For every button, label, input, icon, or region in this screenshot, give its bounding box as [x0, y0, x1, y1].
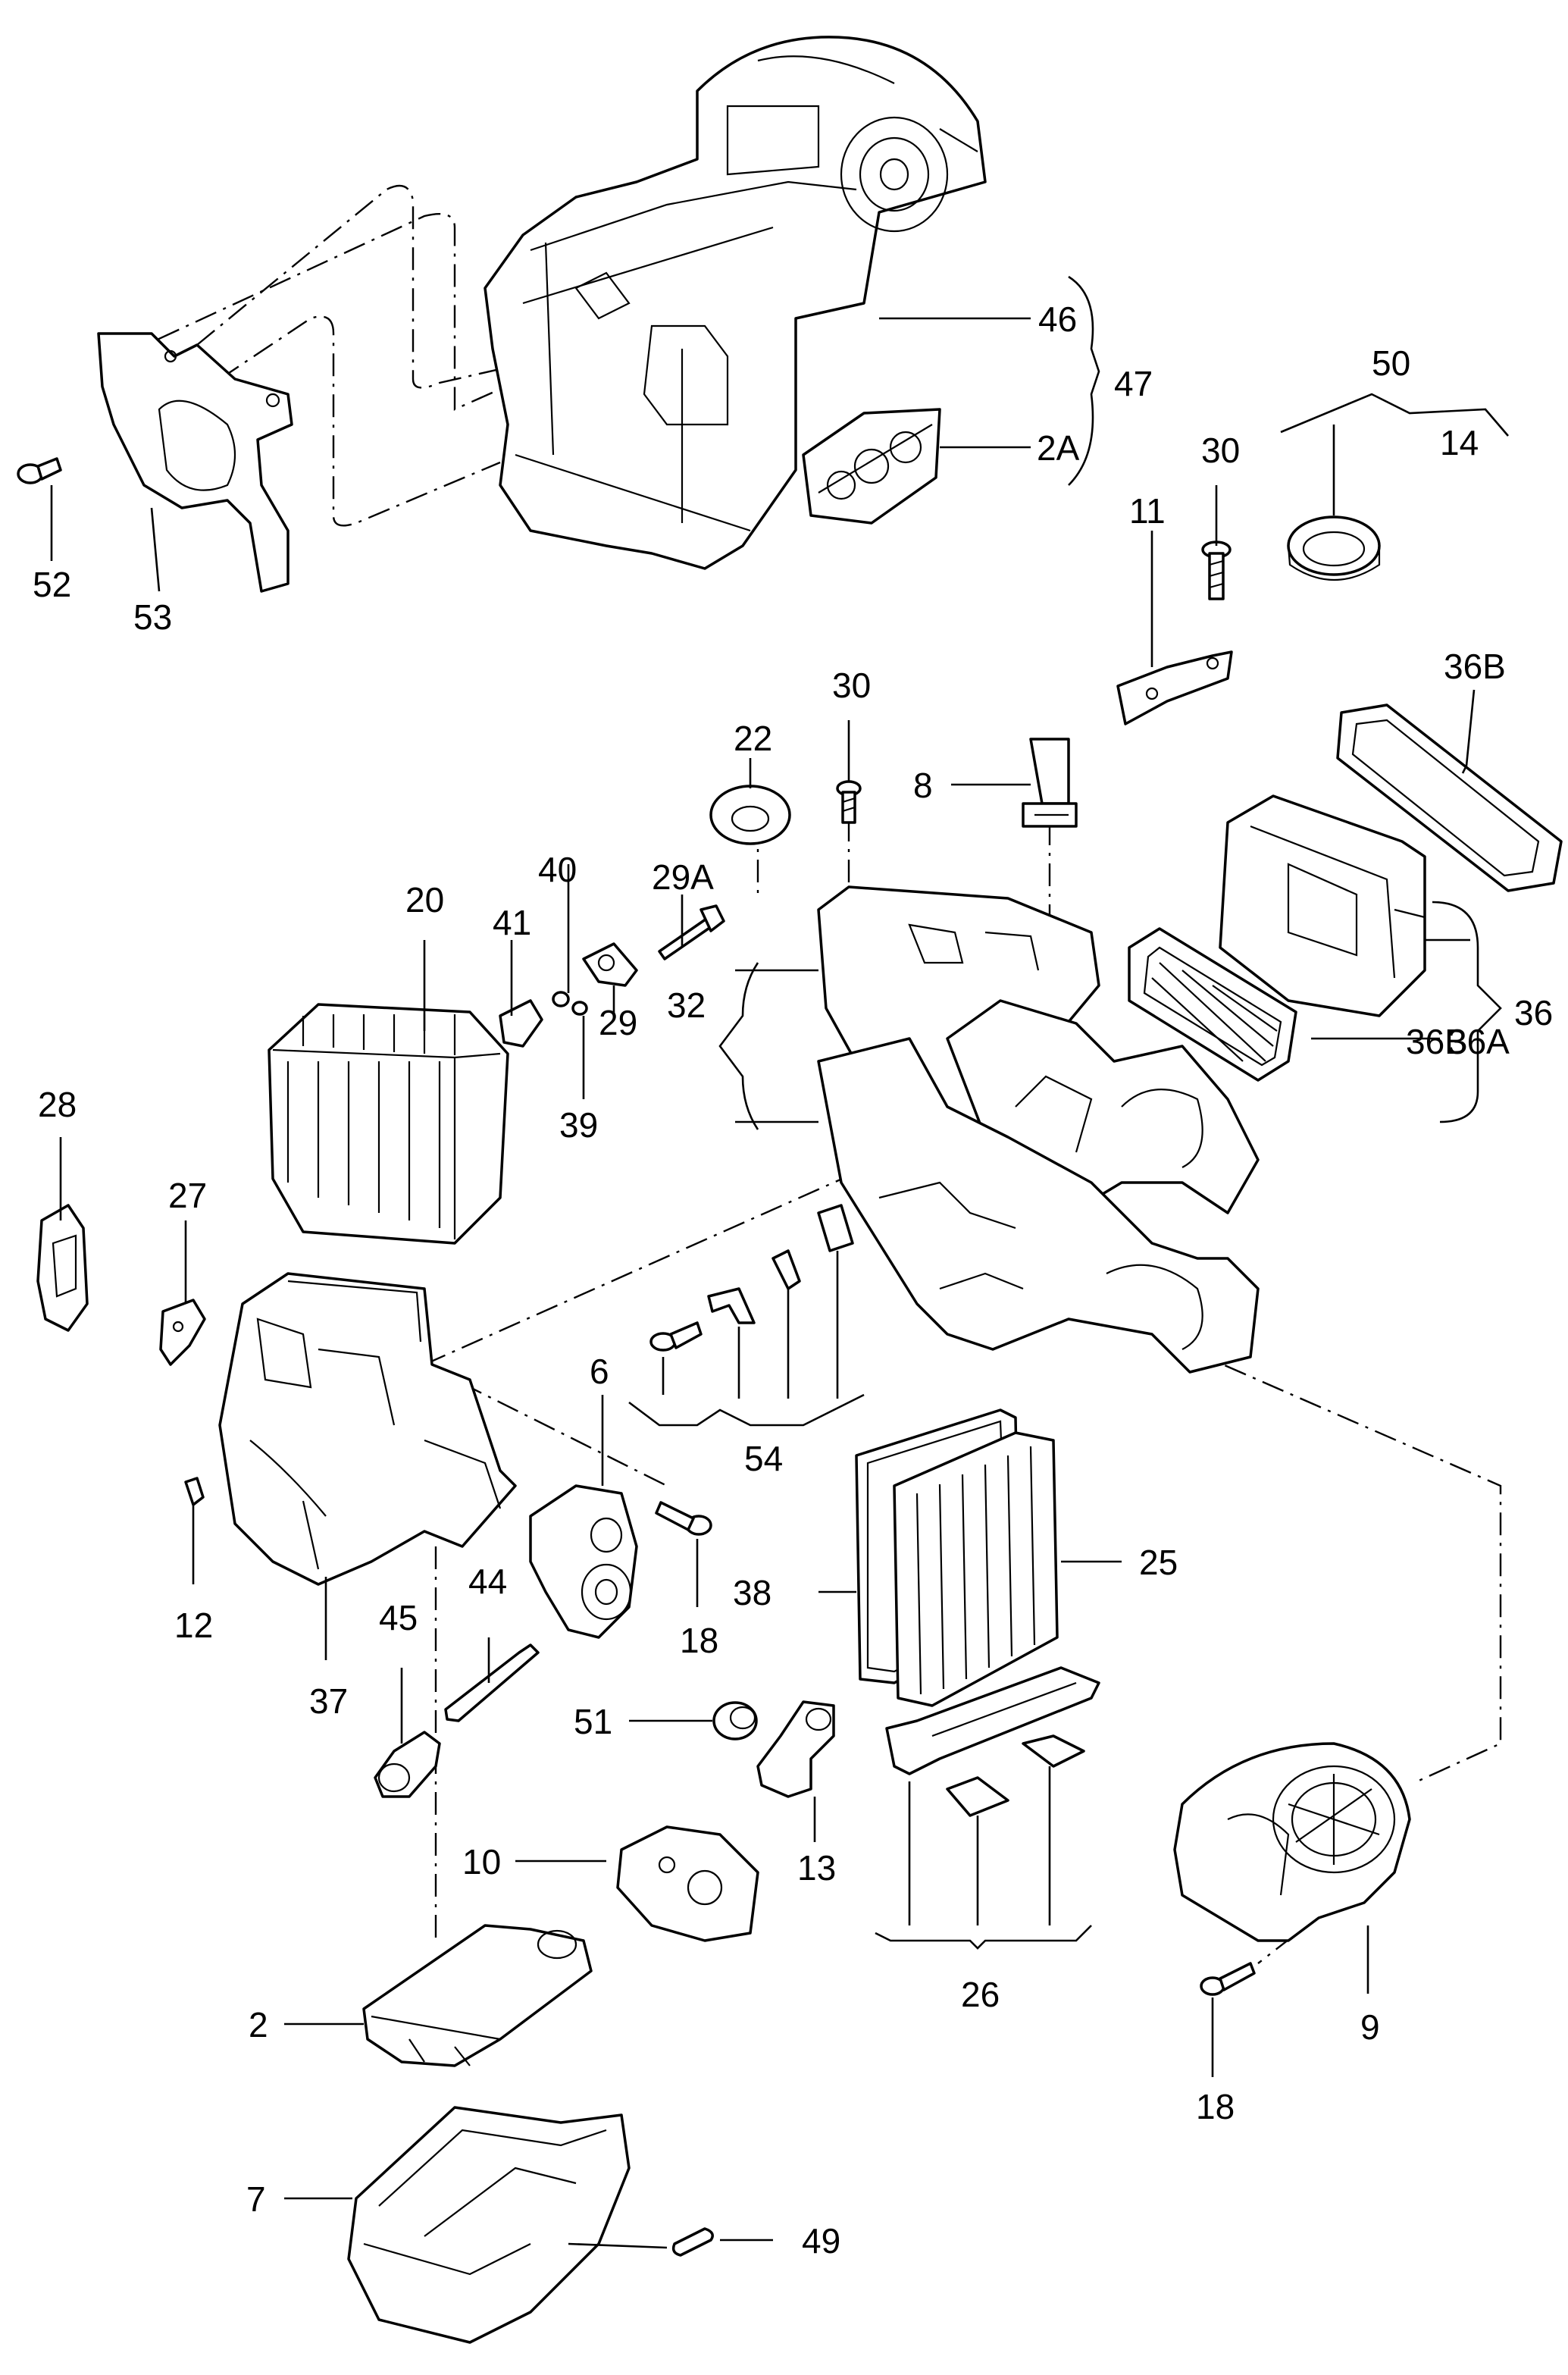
- callout-50: 50: [1372, 343, 1410, 383]
- part-36a-filter-mesh: [1128, 927, 1297, 1082]
- callout-29a: 29A: [652, 857, 714, 897]
- leader-lines: [50, 275, 1509, 2249]
- callout-28: 28: [38, 1085, 77, 1124]
- callout-26: 26: [961, 1975, 1000, 2014]
- callout-2a: 2A: [1037, 428, 1080, 468]
- callout-10: 10: [462, 1842, 501, 1882]
- callout-11: 11: [1129, 491, 1166, 531]
- part-9-blower-motor: [1173, 1742, 1411, 1942]
- part-39-o-ring: [571, 1001, 588, 1016]
- callout-38: 38: [733, 1573, 771, 1612]
- callout-20: 20: [405, 880, 444, 920]
- callout-39: 39: [559, 1105, 598, 1145]
- part-41-clamp: [499, 999, 543, 1048]
- callout-2: 2: [249, 2005, 268, 2044]
- part-30-screw-upper: [1201, 540, 1232, 600]
- part-36-filter-cover-housing: [1219, 794, 1426, 1017]
- callout-9: 9: [1360, 2007, 1380, 2047]
- callout-29: 29: [599, 1003, 637, 1042]
- part-49-seal-ring: [671, 2227, 714, 2257]
- callout-30-upper: 30: [1201, 431, 1240, 470]
- callout-54: 54: [744, 1439, 783, 1478]
- callout-22: 22: [734, 719, 772, 758]
- part-44-tube: [444, 1643, 540, 1722]
- callout-13: 13: [797, 1848, 836, 1888]
- part-18-screw-upper: [655, 1501, 712, 1536]
- part-52-screw: [17, 457, 62, 484]
- callout-30-lower: 30: [832, 666, 871, 705]
- part-27-small-bracket: [159, 1299, 206, 1366]
- part-46-hvac-housing-assembly: [484, 36, 987, 570]
- part-53-mounting-bracket: [97, 332, 293, 593]
- part-11-bracket-plate: [1116, 650, 1233, 725]
- part-28-gasket: [36, 1204, 89, 1332]
- part-18-screw-lower: [1200, 1962, 1256, 1996]
- callout-36: 36: [1514, 993, 1553, 1032]
- part-36b-seal-frame: [1336, 703, 1563, 892]
- part-6-flap-actuator: [529, 1484, 638, 1639]
- part-22-grommet: [709, 785, 791, 845]
- callout-25: 25: [1139, 1543, 1178, 1582]
- callout-52: 52: [33, 565, 71, 604]
- callout-27: 27: [168, 1176, 207, 1215]
- callout-labels: 46 47 2A 50 14 52 53 30 11 30 22 8 36B 4…: [33, 299, 1553, 2261]
- callout-8: 8: [913, 766, 933, 805]
- part-20-evaporator-core: [268, 1003, 509, 1245]
- callout-46: 46: [1038, 299, 1077, 339]
- part-2a-climate-control-panel: [802, 408, 941, 525]
- part-2-heater-core: [362, 1924, 593, 2067]
- part-12-clip: [184, 1477, 205, 1506]
- callout-45: 45: [379, 1598, 418, 1637]
- callout-12: 12: [174, 1606, 213, 1645]
- part-50-grommet: [1287, 515, 1381, 581]
- part-8-blower-resistor: [1022, 738, 1078, 828]
- callout-49: 49: [802, 2221, 840, 2261]
- callout-53: 53: [133, 597, 172, 637]
- callout-51: 51: [574, 1702, 612, 1741]
- part-51-sleeve: [712, 1701, 758, 1741]
- callout-44: 44: [468, 1562, 507, 1601]
- part-45-bulb-holder: [374, 1731, 441, 1798]
- callout-36b-top: 36B: [1444, 647, 1506, 686]
- callout-36b-mid: 36B: [1406, 1022, 1468, 1061]
- part-32-main-housing: [817, 885, 1260, 1374]
- callout-41: 41: [493, 903, 531, 942]
- callout-40: 40: [538, 850, 577, 889]
- part-26-duct-pieces: [885, 1666, 1100, 1817]
- callout-7: 7: [246, 2179, 266, 2219]
- part-40-o-ring: [552, 991, 570, 1007]
- callout-18-upper: 18: [680, 1621, 718, 1660]
- callout-37: 37: [309, 1681, 348, 1721]
- part-54-clips-and-screw: [649, 1204, 854, 1352]
- part-13-drain-elbow: [756, 1700, 835, 1798]
- callout-18-lower: 18: [1196, 2087, 1235, 2126]
- part-30-screw-lower: [836, 780, 862, 824]
- part-7-lower-housing-tray: [347, 2106, 631, 2344]
- callout-14: 14: [1440, 423, 1479, 462]
- callout-47: 47: [1114, 364, 1153, 403]
- part-37-heater-housing: [218, 1272, 517, 1586]
- part-25-cabin-filter: [893, 1431, 1059, 1707]
- callout-32: 32: [667, 985, 706, 1025]
- part-29-expansion-valve: [582, 942, 638, 987]
- callout-36a: 36A: [1448, 1022, 1510, 1061]
- part-10-seal-plate: [616, 1825, 759, 1942]
- callout-6: 6: [590, 1352, 609, 1391]
- part-29a-bolt: [658, 904, 725, 960]
